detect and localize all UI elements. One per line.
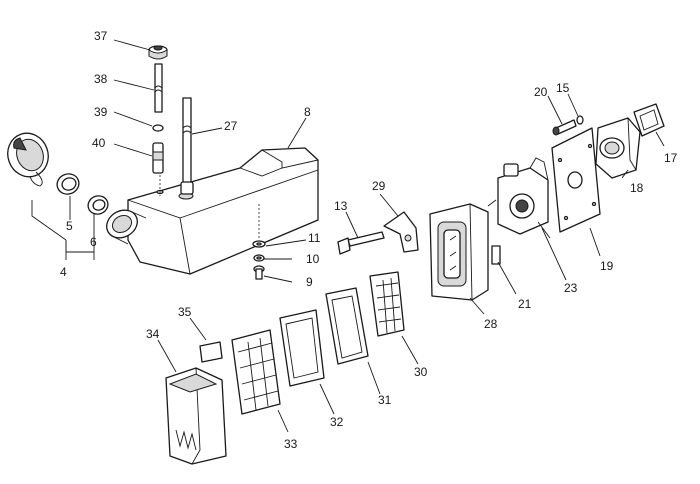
label-34: 34 — [146, 327, 160, 341]
gasket-17 — [633, 103, 665, 137]
cap-gasket-5 — [56, 173, 80, 195]
label-18: 18 — [630, 181, 644, 195]
label-13: 13 — [334, 199, 348, 213]
carburetor-23 — [487, 157, 551, 239]
gasket-21 — [491, 245, 501, 265]
label-8: 8 — [304, 105, 311, 119]
filter-frame-33 — [231, 329, 281, 415]
screw-9 — [253, 265, 265, 280]
label-35: 35 — [178, 305, 192, 319]
clip-39 — [152, 124, 164, 132]
label-6: 6 — [90, 235, 97, 249]
label-32: 32 — [330, 415, 344, 429]
bolt-13 — [337, 231, 385, 255]
label-31: 31 — [378, 393, 392, 407]
label-40: 40 — [92, 136, 106, 150]
tank-filler-neck — [106, 209, 147, 245]
label-23: 23 — [564, 281, 578, 295]
label-37: 37 — [94, 29, 108, 43]
label-19: 19 — [600, 259, 614, 273]
label-11: 11 — [308, 231, 321, 245]
label-28: 28 — [484, 317, 498, 331]
label-29: 29 — [372, 179, 386, 193]
filter-foam-31 — [325, 287, 369, 365]
label-15: 15 — [556, 81, 570, 95]
label-20: 20 — [534, 85, 548, 99]
filter-screen-30 — [369, 271, 405, 337]
label-35 — [199, 341, 223, 363]
insulator-plate-19 — [551, 127, 601, 233]
grommet-37 — [148, 45, 168, 60]
label-21: 21 — [518, 297, 532, 311]
fuel-line-38 — [154, 63, 163, 113]
air-filter-base-28 — [429, 203, 489, 301]
cap-ring-6 — [87, 195, 109, 215]
label-4: 4 — [60, 265, 67, 279]
label-38: 38 — [94, 72, 108, 86]
bracket-29 — [383, 211, 419, 253]
label-39: 39 — [94, 105, 108, 119]
washer-10 — [253, 254, 265, 262]
label-17: 17 — [664, 151, 678, 165]
fuel-filter-40 — [152, 142, 164, 174]
screw-20 — [552, 119, 577, 136]
label-10: 10 — [306, 252, 320, 266]
intake-adapter-18 — [595, 117, 641, 179]
fuel-tank — [106, 147, 319, 275]
fuel-cap — [7, 132, 49, 187]
label-5: 5 — [66, 219, 73, 233]
part-labels: 37 38 39 40 27 8 4 5 6 11 10 9 13 29 28 … — [60, 29, 678, 451]
label-33: 33 — [284, 437, 298, 451]
washer-11 — [252, 240, 266, 248]
label-27: 27 — [224, 119, 238, 133]
filter-cover-34 — [165, 367, 227, 465]
leader-lines — [31, 39, 665, 433]
label-9: 9 — [306, 275, 313, 289]
washer-15 — [576, 115, 584, 125]
fuel-line-27 — [180, 97, 194, 195]
label-30: 30 — [414, 365, 428, 379]
filter-element-32 — [279, 309, 325, 387]
